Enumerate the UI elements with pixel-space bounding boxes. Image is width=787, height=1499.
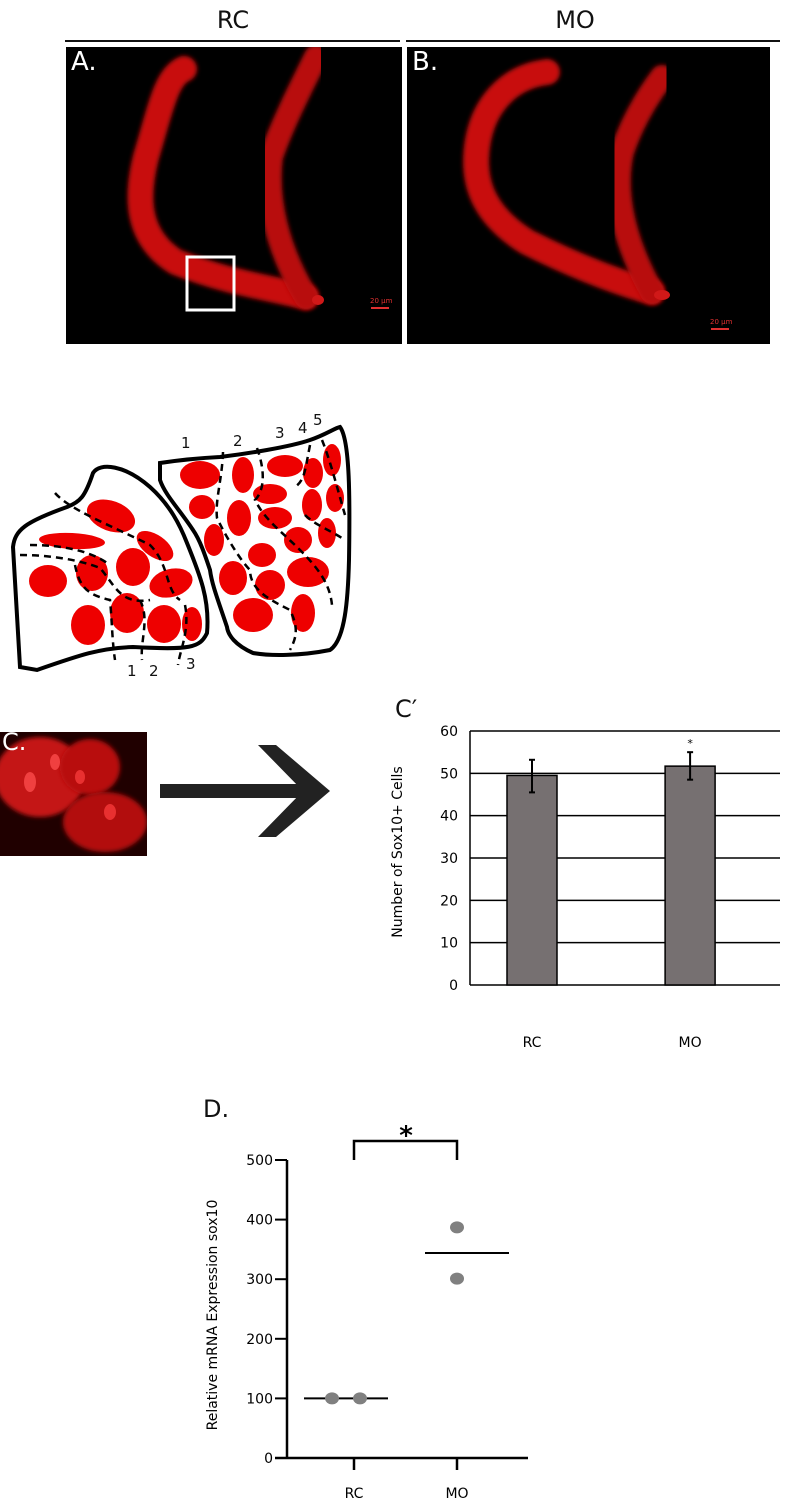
y-tick-label: 200 — [246, 1332, 273, 1348]
micrograph-panel-b: B. 20 µm — [407, 47, 770, 344]
scale-label-a: 20 µm — [370, 297, 393, 305]
y-tick-label: 10 — [440, 936, 458, 952]
svg-text:5: 5 — [313, 411, 323, 429]
svg-text:2: 2 — [233, 432, 243, 450]
y-tick-label: 100 — [246, 1391, 273, 1407]
x-tick-label-mo: MO — [679, 1035, 702, 1051]
svg-text:3: 3 — [186, 655, 196, 673]
svg-text:3: 3 — [275, 424, 285, 442]
y-tick-label: 300 — [246, 1272, 273, 1288]
significance-bracket — [352, 1139, 459, 1160]
right-arrow-icon — [160, 745, 330, 837]
bar-rc — [506, 774, 558, 986]
y-tick-label: 20 — [440, 893, 458, 909]
panel-cprime-label: C′ — [395, 695, 418, 723]
svg-text:1: 1 — [181, 434, 191, 452]
data-point-rc — [325, 1392, 339, 1405]
dot-plot-y-label: Relative mRNA Expression sox10 — [205, 1200, 221, 1431]
micrograph-c-image — [0, 737, 147, 852]
cell-boundary-dashes — [19, 439, 347, 666]
micrograph-panel-a: A. 20 µm — [66, 47, 402, 344]
y-tick-label: 30 — [440, 851, 458, 867]
micrograph-panel-c: C. — [0, 732, 147, 856]
bar-chart-y-label: Number of Sox10+ Cells — [390, 766, 406, 937]
x-tick-label-mo: MO — [445, 1486, 468, 1499]
y-tick-label: 0 — [264, 1451, 273, 1467]
cell-counting-diagram: 1 2 3 4 5 1 2 3 — [10, 411, 352, 680]
data-point-mo — [450, 1272, 464, 1285]
data-point-rc — [353, 1392, 367, 1405]
scale-label-b: 20 µm — [710, 318, 733, 326]
x-tick-label-rc: RC — [523, 1035, 542, 1051]
y-tick-label: 60 — [440, 724, 458, 740]
diagram-bottom-numbers: 1 2 3 — [127, 655, 196, 680]
y-tick-label: 40 — [440, 809, 458, 825]
nuclei — [29, 444, 344, 645]
diagram-top-numbers: 1 2 3 4 5 — [181, 411, 323, 452]
header-rc-line — [65, 40, 400, 42]
bar-mo — [664, 765, 716, 986]
panel-d-label: D. — [203, 1095, 230, 1123]
significance-asterisk: * — [399, 1121, 413, 1151]
header-mo-line — [406, 40, 780, 42]
panel-b-label: B. — [412, 47, 439, 77]
micrograph-a-image — [127, 47, 328, 312]
inset-box — [185, 255, 236, 312]
significance-asterisk: * — [687, 737, 693, 750]
micrograph-b-image — [463, 59, 674, 305]
svg-text:2: 2 — [149, 662, 159, 680]
panel-c-label: C. — [2, 732, 27, 756]
y-tick-label: 500 — [246, 1153, 273, 1169]
x-tick-label-rc: RC — [345, 1486, 364, 1499]
scale-bar-a — [371, 307, 389, 309]
scale-bar-b — [711, 328, 729, 330]
panel-a-label: A. — [71, 47, 97, 77]
y-tick-label: 0 — [449, 978, 458, 994]
header-rc: RC — [216, 6, 250, 34]
svg-text:1: 1 — [127, 662, 137, 680]
y-tick-label: 50 — [440, 766, 458, 782]
data-point-mo — [450, 1221, 464, 1234]
header-mo: MO — [555, 6, 595, 34]
svg-text:4: 4 — [298, 419, 308, 437]
y-tick-label: 400 — [246, 1213, 273, 1229]
